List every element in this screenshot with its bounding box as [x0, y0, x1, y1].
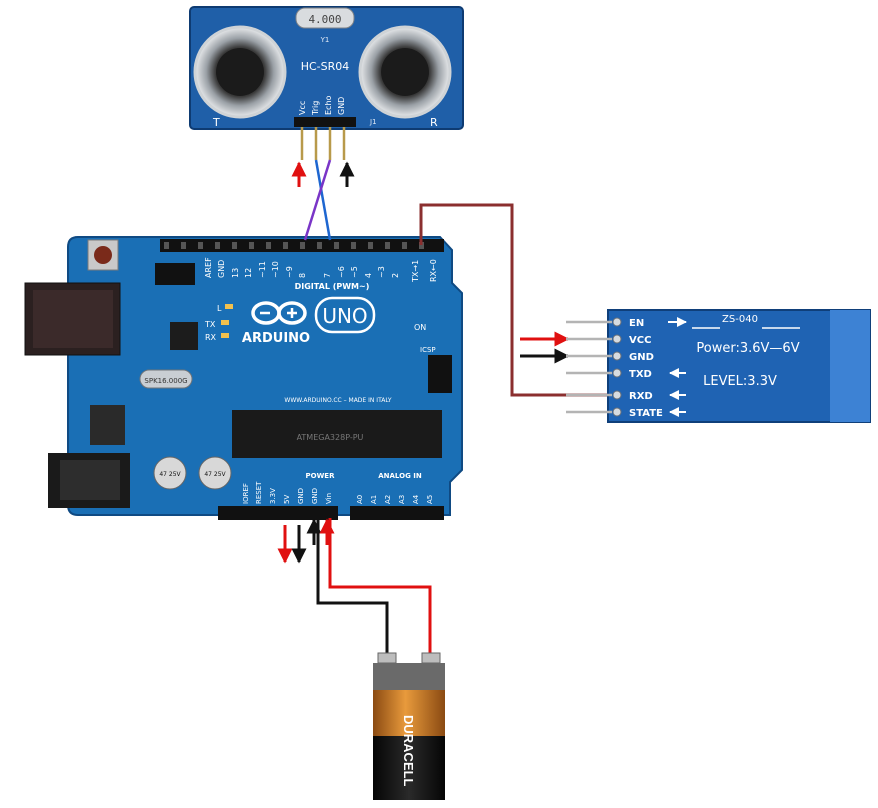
bt-pin-gnd: GND	[629, 352, 654, 363]
digital-pin-label: ~11	[258, 261, 267, 278]
capacitor-label: 47 25V	[204, 471, 226, 478]
digital-pin-label: 8	[298, 273, 307, 278]
bt-pin-en: EN	[629, 318, 644, 329]
crystal-label: 4.000	[308, 13, 341, 26]
arduino-brand-label: ARDUINO	[242, 331, 310, 346]
atmega-chip	[232, 410, 442, 458]
power-pin-label: 5V	[283, 495, 291, 504]
power-pin-label: IOREF	[242, 483, 250, 504]
digital-pin-label: 7	[323, 273, 332, 278]
trig-wire	[314, 159, 332, 241]
sensor-pin-echo: Echo	[324, 95, 333, 115]
wires	[303, 159, 610, 656]
analog-pin-label: A5	[426, 495, 434, 504]
analog-pin-label: A0	[356, 495, 364, 504]
digital-pin-label: 13	[231, 268, 240, 278]
bt-model-label: ZS-040	[722, 314, 758, 325]
bluetooth-module: EN VCC GND TXD RXD STATE ZS-040 Power:3.…	[566, 309, 871, 423]
analog-pin-label: A3	[398, 495, 406, 504]
digital-pin-label: GND	[217, 260, 226, 278]
sensor-pin-trig: Trig	[311, 101, 320, 116]
analog-pin-label: A2	[384, 495, 392, 504]
digital-header-label: DIGITAL (PWM~)	[295, 282, 370, 291]
digital-pin-label: ~5	[350, 266, 359, 278]
analog-header-label: ANALOG IN	[378, 472, 422, 480]
tx-rxd-wire	[419, 203, 610, 397]
sensor-pin-gnd: GND	[337, 97, 346, 115]
sensor-model-label: HC-SR04	[301, 60, 350, 73]
l-led-label: L	[217, 304, 222, 313]
digital-pin-label: 12	[244, 268, 253, 278]
power-pin-label: GND	[297, 488, 305, 504]
bt-pin-rxd: RXD	[629, 391, 653, 402]
sensor-t-label: T	[212, 116, 220, 129]
icsp-label: ICSP	[420, 346, 436, 354]
battery-negative-terminal	[377, 652, 397, 664]
digital-pin-label: 4	[364, 273, 373, 278]
digital-pin-label: ~6	[337, 266, 346, 278]
power-header-label: POWER	[306, 472, 336, 480]
digital-pin-label: 2	[391, 273, 400, 278]
bt-level-text: LEVEL:3.3V	[703, 374, 777, 389]
on-led-label: ON	[414, 323, 426, 332]
arduino-model-label: UNO	[322, 304, 367, 328]
power-pin-label: Vin	[325, 493, 333, 504]
digital-pin-label: TX→1	[411, 260, 420, 283]
arduino-uno-board: AREF GND 13 12 ~11 ~10 ~9 8 7 ~6 ~5 4 ~3…	[24, 236, 463, 520]
chip-label: ATMEGA328P-PU	[297, 433, 364, 442]
battery-positive-terminal	[421, 652, 441, 664]
bt-pin-state: STATE	[629, 408, 663, 419]
digital-pin-label: AREF	[204, 257, 213, 278]
analog-pin-label: A1	[370, 495, 378, 504]
power-pin-label: 3.3V	[269, 488, 277, 504]
bt-pin-vcc: VCC	[629, 335, 651, 346]
capacitor-label: 47 25V	[159, 471, 181, 478]
arrows	[277, 161, 570, 564]
digital-pin-label: ~10	[271, 261, 280, 278]
digital-pin-label: RX←0	[429, 259, 438, 282]
sensor-r-label: R	[430, 116, 438, 129]
tx-led-label: TX	[204, 320, 216, 329]
echo-wire	[303, 159, 332, 241]
bt-power-text: Power:3.6V—6V	[696, 341, 799, 356]
analog-pin-label: A4	[412, 494, 420, 504]
power-pin-label: GND	[311, 488, 319, 504]
battery-brand-label: DURACELL	[401, 715, 416, 787]
crystal-ref: Y1	[320, 36, 330, 44]
sensor-header-pins	[300, 127, 346, 160]
battery-9v: DURACELL	[373, 652, 445, 800]
rx-led-label: RX	[205, 333, 217, 342]
battery-positive-wire	[328, 518, 432, 656]
power-pin-label: RESET	[255, 481, 263, 504]
battery-negative-wire	[316, 518, 389, 656]
ultrasonic-sensor: 4.000 Y1 HC-SR04 T R J1 Vcc Trig Echo GN…	[189, 6, 464, 130]
arduino-logo	[251, 301, 307, 325]
sensor-pin-vcc: Vcc	[298, 101, 307, 115]
digital-pin-label: ~9	[285, 266, 294, 278]
bt-pin-txd: TXD	[629, 369, 652, 380]
sensor-header-ref: J1	[369, 118, 377, 126]
digital-pin-label: ~3	[377, 266, 386, 278]
board-crystal-label: SPK16.000G	[144, 377, 187, 385]
board-url-text: WWW.ARDUINO.CC – MADE IN ITALY	[284, 397, 392, 404]
